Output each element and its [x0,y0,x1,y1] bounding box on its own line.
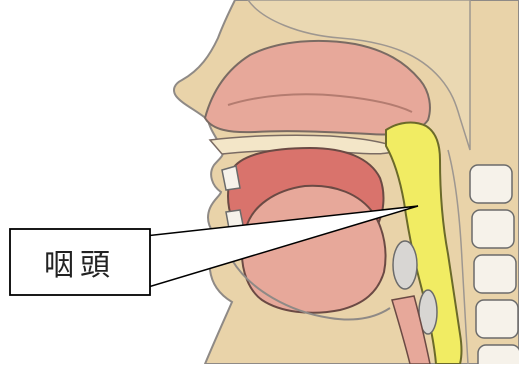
cervical-spine [470,165,519,364]
callout-label: 咽頭 [14,233,146,291]
upper-teeth [222,166,240,190]
epiglottis [393,241,417,289]
